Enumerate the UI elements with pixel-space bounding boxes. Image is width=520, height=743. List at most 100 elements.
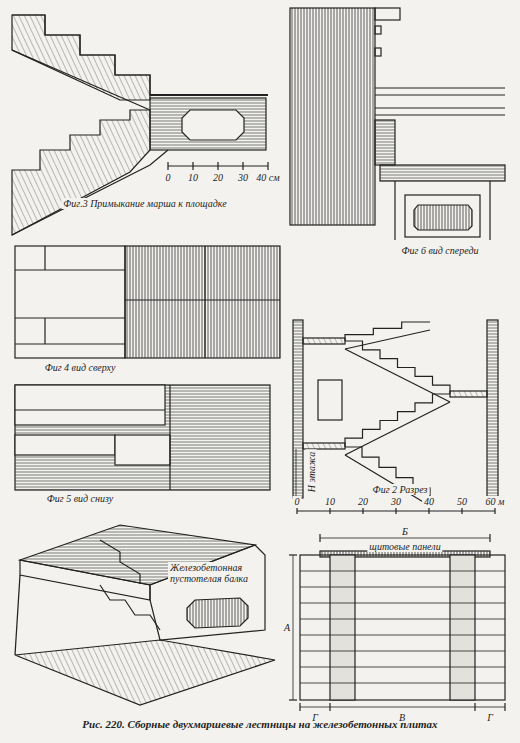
bottom-view [15, 385, 165, 425]
figure-label: А [282, 622, 292, 633]
scale-bar [329, 508, 330, 514]
plan-view [293, 555, 294, 700]
scale-bar [297, 508, 495, 514]
junction-section [150, 98, 266, 150]
isometric-view [15, 575, 20, 655]
top-view [204, 246, 205, 358]
figure-label: Н этажа [306, 450, 317, 495]
front-view [489, 181, 490, 240]
scale-bar [192, 162, 193, 170]
front-view [375, 48, 381, 56]
top-view [15, 343, 125, 344]
panel-joint [300, 651, 505, 652]
scale-number: 20 [211, 172, 225, 183]
scale-number: 40 [422, 496, 436, 507]
top-view [125, 246, 280, 358]
scale-bar [242, 162, 243, 170]
top-view [44, 318, 45, 344]
plan-view [300, 555, 505, 700]
isometric-view [20, 560, 150, 600]
front-view [375, 87, 505, 88]
isometric-view [150, 545, 265, 640]
plan-view [320, 538, 490, 539]
front-view [375, 114, 505, 115]
stair-section [293, 320, 303, 498]
panel-joint [300, 587, 505, 588]
isometric-view [187, 598, 248, 628]
top-view [15, 246, 280, 358]
stair-flight [345, 447, 430, 498]
figure-label: Фиг 6 вид спереди [400, 245, 481, 256]
plan-view [489, 534, 490, 542]
figure-label: Фиг.3 Примыкание марша к площадке [61, 198, 228, 209]
bottom-view [169, 385, 170, 490]
plan-view [474, 703, 475, 711]
scale-number: 60 м [484, 496, 507, 507]
isometric-view [15, 640, 275, 705]
scale-number: 30 [236, 172, 250, 183]
front-view [375, 8, 400, 20]
junction-section [182, 110, 244, 140]
plan-view [450, 555, 475, 700]
scale-bar [167, 162, 168, 170]
front-view [414, 205, 472, 230]
plan-view [319, 534, 320, 542]
figure-label: Б [400, 526, 410, 537]
junction-section [12, 50, 150, 110]
front-view [290, 8, 375, 225]
callout-label: Железобетонная пустотелая балка [168, 562, 264, 584]
scale-number: 0 [293, 496, 302, 507]
stair-section [318, 380, 342, 420]
plan-view [300, 707, 505, 708]
bottom-view [115, 435, 170, 465]
front-view [405, 195, 480, 237]
junction-section [12, 150, 168, 235]
stair-flight [345, 330, 430, 349]
plan-view [330, 555, 355, 700]
scale-number: 50 [455, 496, 469, 507]
stair-section [303, 338, 345, 344]
scale-number: 30 [389, 496, 403, 507]
top-view [15, 317, 125, 318]
scale-number: 10 [186, 172, 200, 183]
stair-section [293, 320, 498, 498]
figure-label: Фиг 2 Разрез [371, 484, 430, 495]
top-view [15, 246, 125, 358]
junction-section [12, 110, 150, 235]
junction-section [12, 15, 150, 100]
panel-joints [300, 571, 505, 683]
scale-bar [296, 508, 297, 514]
panel-joint [300, 603, 505, 604]
plan-view [504, 703, 505, 711]
scale-number: 40 см [254, 172, 281, 183]
front-view [375, 107, 505, 108]
panel-joint [300, 635, 505, 636]
stair-flight [345, 394, 450, 447]
front-view [394, 181, 395, 240]
bottom-view [15, 385, 270, 490]
panel-joint [300, 619, 505, 620]
bottom-view [15, 409, 165, 410]
top-view [15, 269, 125, 270]
scale-number: 20 [356, 496, 370, 507]
figure-caption: Рис. 220. Сборные двухмаршевые лестницы … [0, 718, 520, 730]
junction-section [12, 15, 268, 235]
drawing [12, 8, 505, 711]
front-view [375, 120, 395, 165]
stair-flight [345, 341, 450, 394]
top-view [125, 299, 280, 300]
plan-view [329, 703, 330, 711]
junction-section [150, 94, 268, 96]
isometric-view [100, 540, 140, 584]
panel-joint [300, 683, 505, 684]
figure-label: Г [485, 712, 495, 723]
plan-view [289, 554, 297, 555]
stair-flight [345, 322, 450, 506]
plan-view [289, 534, 505, 711]
stair-section [450, 391, 487, 397]
stair-flight [345, 322, 430, 341]
stair-flight [345, 349, 450, 402]
bottom-view [15, 435, 115, 455]
scale-bar [217, 162, 218, 170]
plan-view [289, 699, 297, 700]
